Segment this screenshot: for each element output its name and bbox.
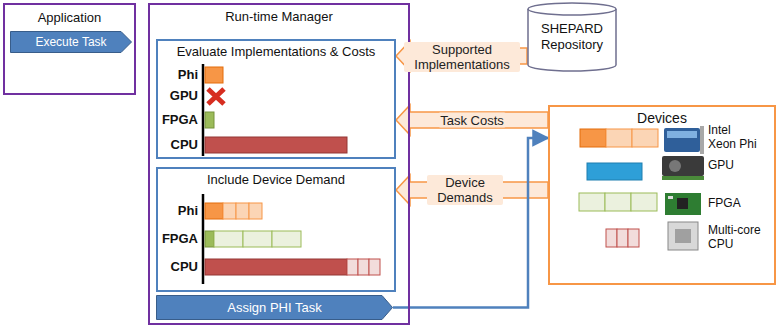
- queue-cell: [617, 229, 628, 247]
- bar-label: GPU: [158, 88, 198, 104]
- gpu-card: [662, 176, 704, 180]
- queue-cell: [587, 163, 642, 180]
- chart-axis: [202, 194, 205, 284]
- queue-cell: [606, 129, 632, 147]
- fpga-part: [668, 196, 673, 199]
- bar-label: CPU: [158, 259, 198, 275]
- data-flow-arrow: [396, 175, 548, 205]
- bar-label: CPU: [158, 137, 198, 153]
- gpu-card: [662, 156, 704, 176]
- node-title: Evaluate Implementations & Costs: [177, 44, 376, 60]
- gpu-unsupported-cross: [208, 89, 224, 104]
- cylinder-rim: [528, 9, 616, 15]
- phi-cost-bar: [205, 203, 223, 219]
- edge-label: Device Demands: [427, 175, 503, 205]
- queue-cell: [632, 129, 658, 147]
- demand-cell: [223, 203, 236, 219]
- fpga-cost-bar: [205, 231, 214, 247]
- repository-cylinder: SHEPARD Repository: [527, 2, 617, 72]
- node-title: Application: [38, 10, 102, 26]
- cpu-cost-bar: [205, 137, 347, 153]
- demand-cell: [214, 231, 243, 247]
- cost-chart: [203, 64, 347, 156]
- bar-label: Phi: [158, 67, 198, 83]
- arrow-banner-shape: [157, 296, 393, 320]
- fpga-cost-bar: [205, 112, 214, 128]
- bar-label: Phi: [158, 203, 198, 219]
- edge-label: Supported Implementations: [404, 42, 520, 72]
- queue-cell: [606, 229, 617, 247]
- device-name: FPGA: [708, 195, 768, 211]
- card-bracket: [700, 126, 704, 154]
- demand-chart: [203, 194, 380, 284]
- cpu-cost-bar: [205, 259, 347, 275]
- chart-axis: [202, 64, 205, 156]
- xeon-phi-card: [664, 128, 700, 152]
- demand-box: Include Device DemandPhiFPGA CPU: [156, 167, 396, 292]
- data-flow-arrow: [396, 41, 527, 71]
- queue-cell: [579, 193, 605, 211]
- node-label: Assign PHI Task: [227, 300, 321, 316]
- task-banner: Execute Task: [10, 31, 132, 53]
- assign-banner: Assign PHI Task: [156, 295, 393, 320]
- devices-box: DevicesIntel Xeon PhiGPU FPGA Multi-core C…: [548, 105, 776, 285]
- demand-cell: [358, 259, 369, 275]
- gpu-fan: [669, 160, 681, 172]
- phi-cost-bar: [205, 67, 223, 83]
- xeon-phi-card: [667, 131, 697, 138]
- node-title: Devices: [637, 110, 687, 127]
- device-queues: [579, 129, 658, 247]
- demand-cell: [272, 231, 301, 247]
- device-pictures: [662, 126, 704, 250]
- bar-label: FPGA: [158, 231, 198, 247]
- cylinder-body: [528, 3, 616, 71]
- queue-cell: [605, 193, 631, 211]
- demand-cell: [249, 203, 262, 219]
- evaluate-box: Evaluate Implementations & CostsPhiGPU FP…: [156, 39, 396, 159]
- bar-label: FPGA: [158, 112, 198, 128]
- assignment-line: [393, 138, 548, 308]
- device-name: GPU: [708, 157, 768, 173]
- arrow-banner-shape: [11, 32, 132, 53]
- queue-cell: [631, 193, 657, 211]
- queue-cell: [628, 229, 639, 247]
- node-label: SHEPARD Repository: [532, 21, 612, 52]
- fpga-board: [665, 193, 701, 215]
- node-title: Include Device Demand: [207, 172, 345, 188]
- cpu-chip: [668, 222, 698, 250]
- demand-cell: [347, 259, 358, 275]
- runtime-manager-box: Run-time ManagerEvaluate Implementations…: [148, 3, 410, 325]
- queue-cell: [580, 129, 606, 147]
- node-title: Run-time Manager: [225, 9, 333, 25]
- device-name: Multi-core CPU: [708, 223, 770, 251]
- data-flow-arrow: [396, 105, 548, 135]
- demand-cell: [369, 259, 380, 275]
- node-label: Execute Task: [35, 35, 106, 49]
- edge-label: Task Costs: [438, 113, 506, 128]
- demand-cell: [243, 231, 272, 247]
- application-box: ApplicationExecute Task: [3, 3, 136, 95]
- cpu-die: [675, 229, 691, 243]
- demand-cell: [236, 203, 249, 219]
- device-name: Intel Xeon Phi: [708, 123, 760, 151]
- fpga-chip: [677, 198, 688, 209]
